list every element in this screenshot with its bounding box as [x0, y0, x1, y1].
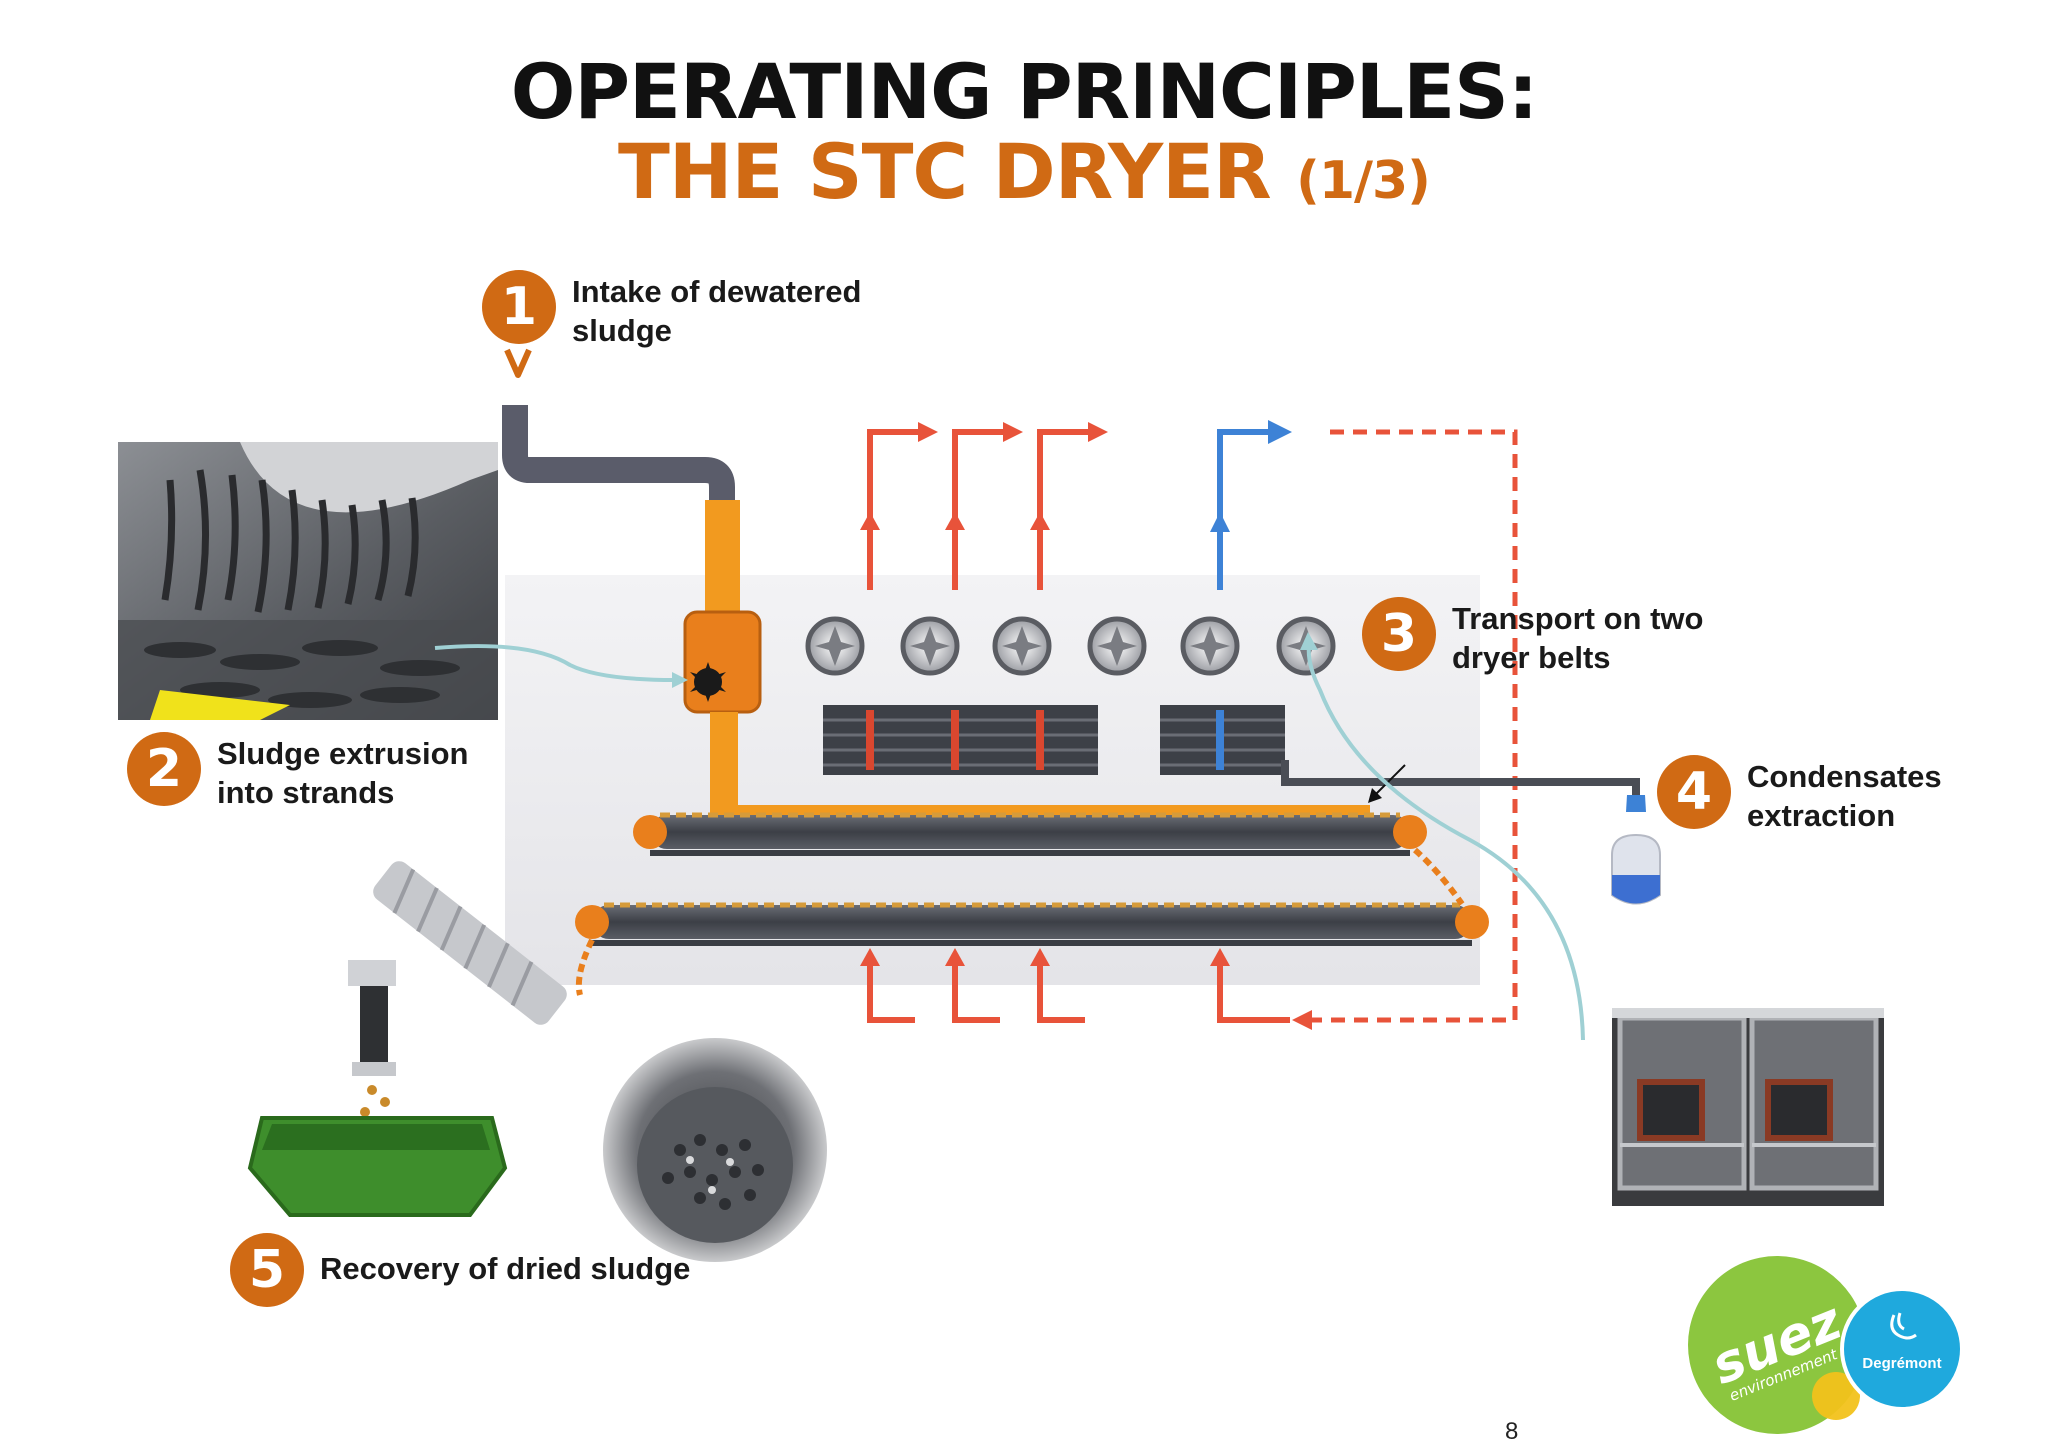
subtitle-suffix: (1/3) — [1296, 151, 1431, 211]
degremont-mark-icon — [1890, 1312, 1917, 1340]
condensate-drop — [1626, 795, 1646, 812]
intake-arrowheads — [860, 948, 1230, 966]
heat-exchanger-left — [823, 705, 1098, 775]
lower-dryer-belt — [575, 902, 1489, 946]
fans — [805, 616, 1336, 676]
guide-line-extrusion — [434, 644, 676, 682]
page-title: OPERATING PRINCIPLES: — [510, 47, 1539, 136]
fan-icon — [1087, 616, 1147, 676]
step-label: Intake of dewatered sludge — [572, 274, 862, 348]
sludge-fall-left — [575, 938, 595, 996]
step-label: Condensates extraction — [1747, 759, 1942, 833]
recirculation-arrowhead — [1292, 1010, 1312, 1030]
cool-air-arrowhead — [1268, 420, 1292, 444]
step-label: Sludge extrusion into strands — [217, 736, 469, 810]
step-badge: 3 — [1362, 597, 1436, 671]
guide-arrowhead-air — [1300, 632, 1318, 650]
sludge-transfer-edge — [1413, 847, 1465, 906]
upper-dryer-belt — [633, 812, 1427, 856]
page-subtitle: THE STC DRYER (1/3) — [0, 132, 2048, 221]
cool-air-arrow — [1217, 429, 1270, 590]
step-badge: 2 — [127, 732, 201, 806]
screw-conveyor — [373, 861, 567, 1025]
degremont-logo-text: Degrémont — [1862, 1355, 1942, 1372]
step-1: 1 Intake of dewatered sludge — [482, 270, 902, 350]
fan-icon — [992, 616, 1052, 676]
fan-icon — [805, 616, 865, 676]
condensate-pipe — [1281, 760, 1640, 795]
skip-container-top — [262, 1124, 490, 1150]
step-2: 2 Sludge extrusion into strands — [127, 732, 517, 812]
air-handling-photo — [1612, 1008, 1884, 1206]
fan-icon — [1180, 616, 1240, 676]
step-badge: 5 — [230, 1233, 304, 1307]
extrusion-photo — [118, 442, 498, 720]
step-badge: 1 — [482, 270, 556, 344]
intake-pipe — [502, 405, 735, 510]
step-label: Recovery of dried sludge — [320, 1251, 691, 1286]
pointer-arrowhead — [1368, 788, 1382, 803]
heat-exchanger-right — [1160, 705, 1285, 775]
hot-air-arrowheads — [860, 422, 1108, 530]
extruder — [683, 610, 762, 714]
guide-line-air — [1306, 639, 1585, 1041]
pointer-arrow — [1374, 764, 1406, 796]
guide-arrowhead-extrusion — [672, 672, 688, 688]
degremont-logo: Degrémont — [1840, 1287, 1964, 1411]
step-label: Transport on two dryer belts — [1452, 601, 1704, 675]
recirculation-loop — [1310, 429, 1518, 1023]
sludge-feed-column — [705, 500, 740, 615]
vertical-chute — [348, 960, 396, 1076]
step-3: 3 Transport on two dryer belts — [1362, 597, 1712, 677]
intake-down-arrow — [504, 348, 532, 378]
fan-icon — [900, 616, 960, 676]
step-4: 4 Condensates extraction — [1657, 755, 1987, 835]
step-5: 5 Recovery of dried sludge — [230, 1233, 690, 1307]
condensate-collector — [1611, 833, 1661, 905]
title-block: OPERATING PRINCIPLES: THE STC DRYER (1/3… — [0, 52, 2048, 221]
page-number: 8 — [1505, 1418, 1519, 1445]
dried-granules-photo — [585, 1038, 857, 1262]
intake-air-arrows — [867, 960, 1290, 1023]
step-badge: 4 — [1657, 755, 1731, 829]
cool-air-up-arrowhead — [1210, 512, 1230, 532]
subtitle-main: THE STC DRYER — [618, 127, 1272, 216]
hot-air-exhaust-arrows — [867, 429, 1090, 590]
